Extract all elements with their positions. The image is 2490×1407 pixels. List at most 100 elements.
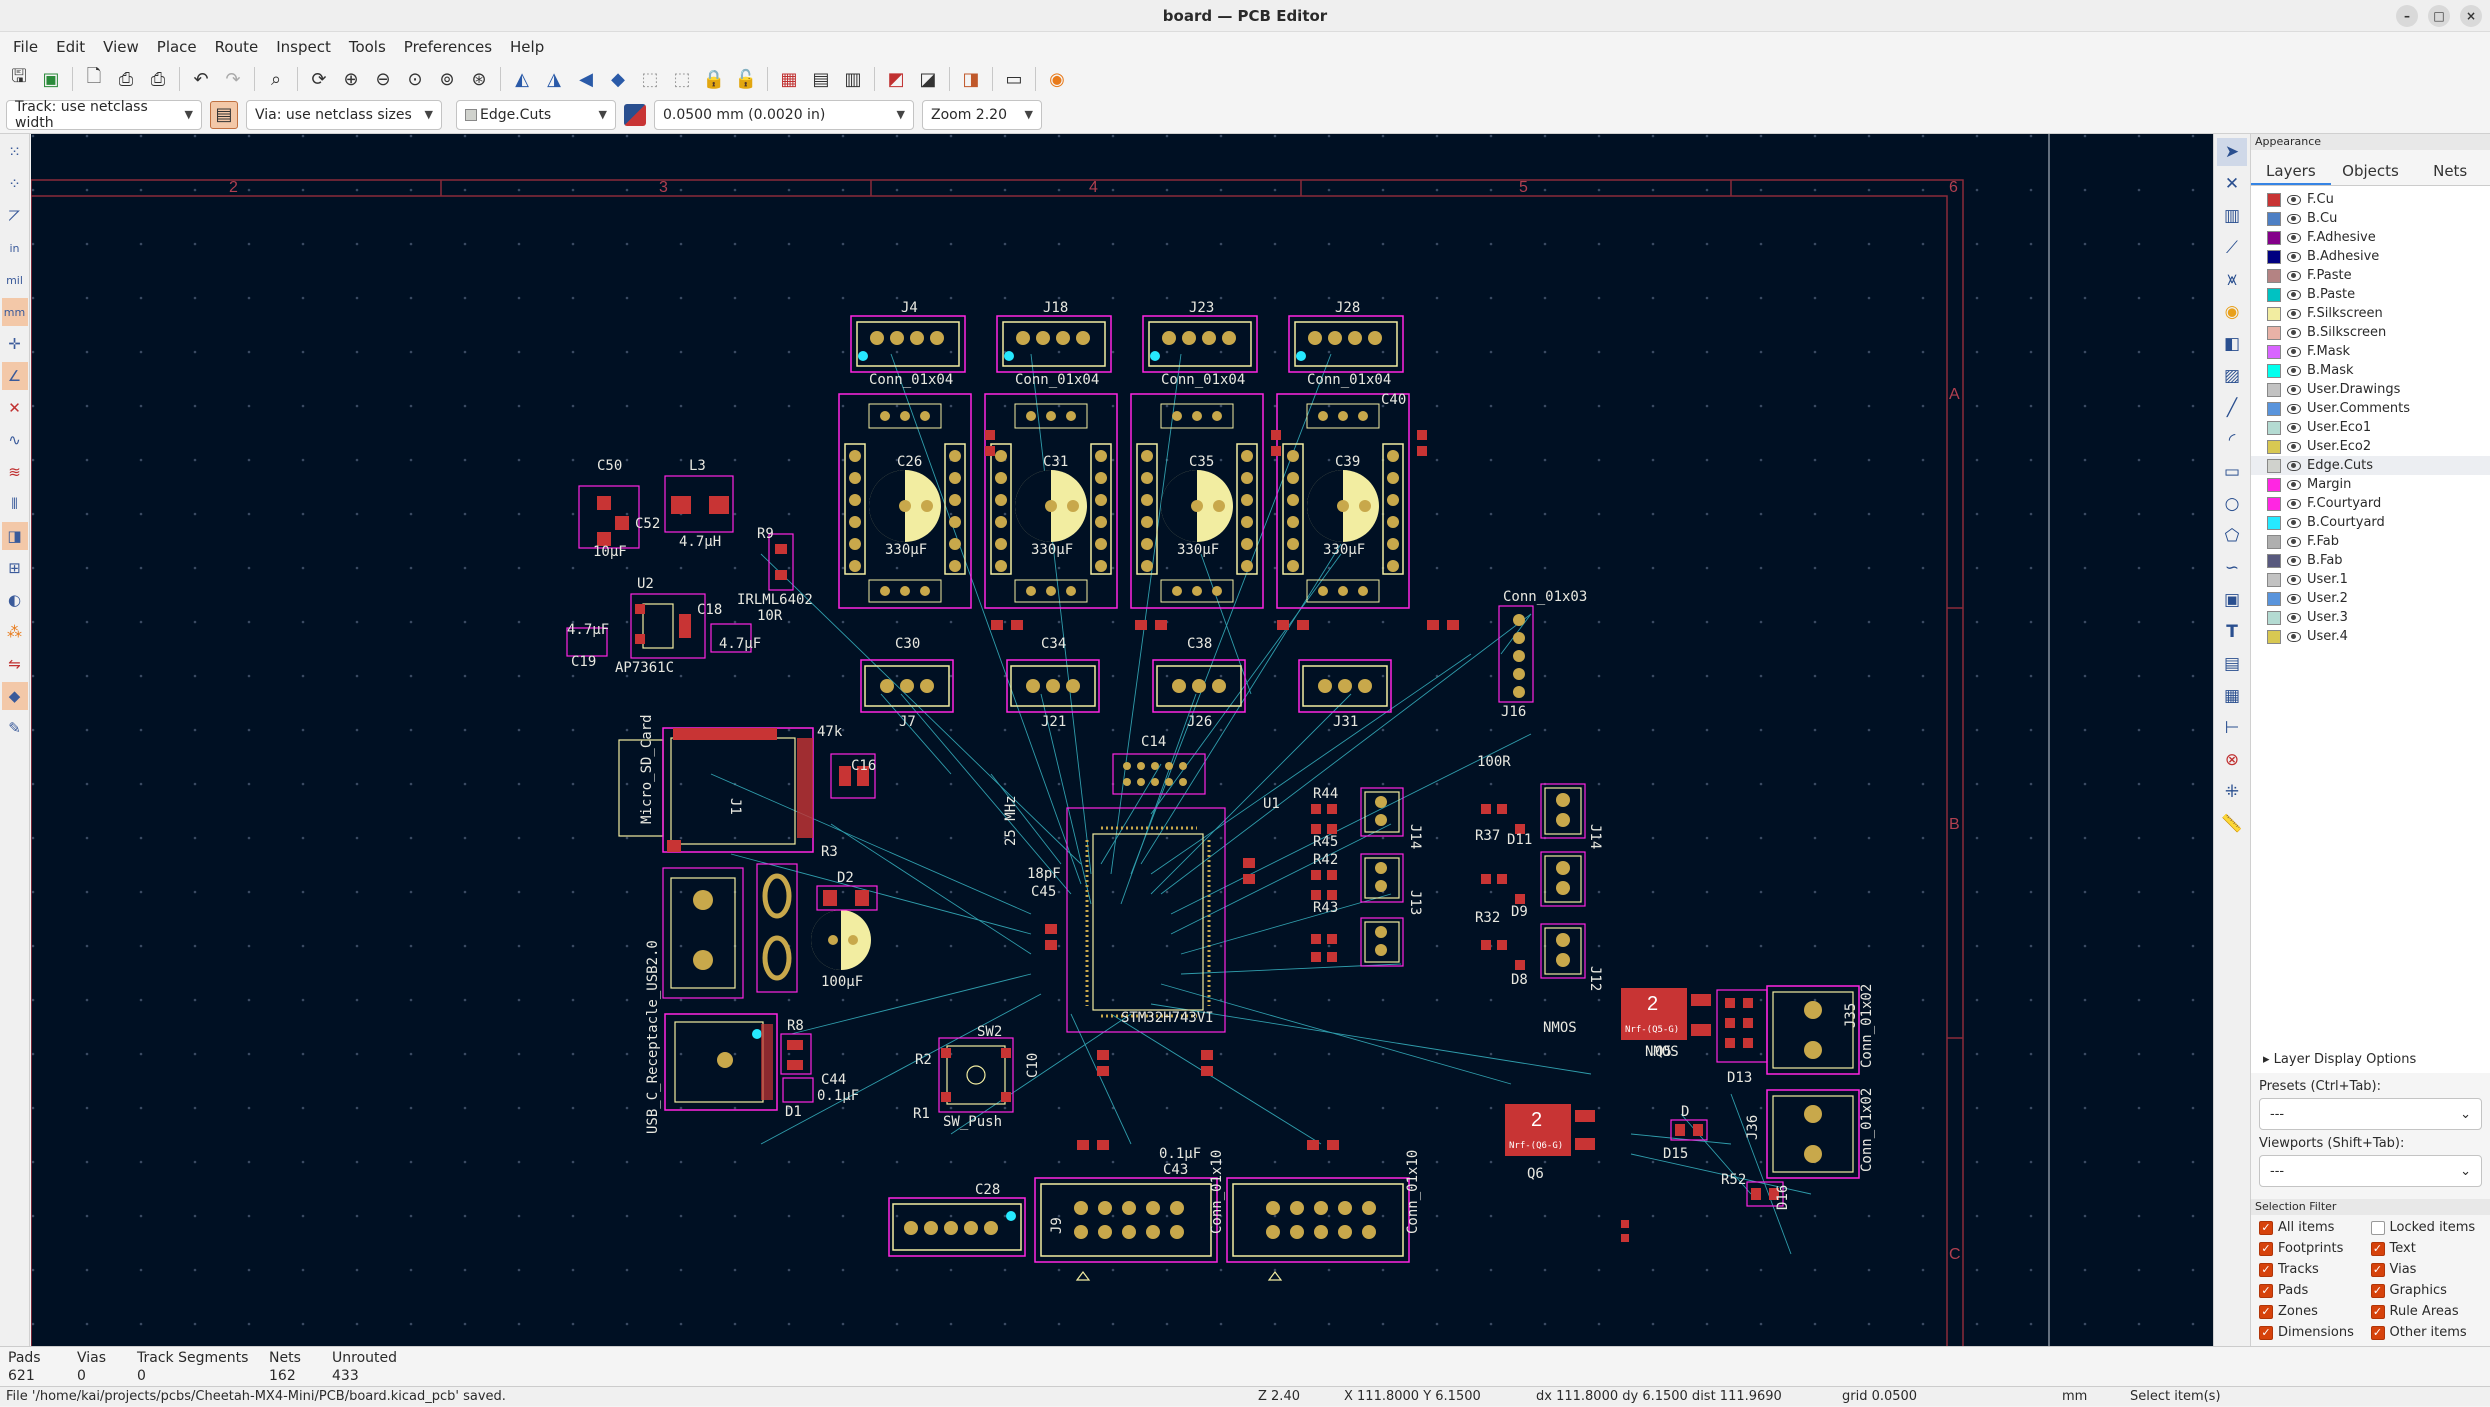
layer-color-swatch[interactable]	[2267, 477, 2281, 492]
select-arrow-icon[interactable]: ➤	[2217, 138, 2247, 166]
zoom-fit-icon[interactable]: ⊙	[407, 68, 423, 90]
pcb-drawing[interactable]: 2 3 4 5 6 A B C	[31, 134, 2213, 1346]
layer-color-swatch[interactable]	[2267, 591, 2281, 606]
grid-overrides-icon[interactable]: ⁘	[8, 175, 21, 193]
eye-icon[interactable]	[2287, 403, 2301, 414]
add-textbox-icon[interactable]: ▤	[2223, 654, 2241, 674]
high-contrast-icon[interactable]: ◐	[7, 591, 22, 609]
checkbox-icon[interactable]: ✓	[2259, 1262, 2273, 1277]
layer-color-swatch[interactable]	[2267, 230, 2281, 245]
layer-color-swatch[interactable]	[2267, 458, 2281, 473]
eye-icon[interactable]	[2287, 251, 2301, 262]
add-table-icon[interactable]: ▦	[2223, 686, 2241, 706]
undo-icon[interactable]: ↶	[193, 68, 209, 90]
eye-icon[interactable]	[2287, 346, 2301, 357]
layer-color-swatch[interactable]	[2267, 534, 2281, 549]
save-icon[interactable]: 🖫	[11, 66, 27, 87]
ungroup-icon[interactable]: ⬚	[673, 68, 691, 90]
layer-color-swatch[interactable]	[2267, 610, 2281, 625]
layer-color-swatch[interactable]	[2267, 363, 2281, 378]
filter-checkbox[interactable]: ✓Tracks	[2259, 1261, 2371, 1278]
eye-icon[interactable]	[2287, 441, 2301, 452]
checkbox-icon[interactable]: ✓	[2370, 1262, 2385, 1277]
add-via-icon[interactable]: ◉	[2224, 302, 2240, 322]
cursor-style-icon[interactable]: ✛	[8, 335, 21, 353]
draw-arc-icon[interactable]: ◜	[2228, 430, 2236, 450]
mirror-h-icon[interactable]: ◀	[579, 68, 593, 90]
eye-icon[interactable]	[2287, 498, 2301, 509]
tab-objects[interactable]: Objects	[2342, 162, 2399, 180]
layer-color-swatch[interactable]	[2267, 553, 2281, 568]
checkbox-icon[interactable]: ✓	[2259, 1283, 2273, 1298]
drc-icon[interactable]: ◩	[887, 68, 905, 90]
eye-icon[interactable]	[2287, 631, 2301, 642]
zone-outline-icon[interactable]: ≋	[8, 463, 21, 481]
draw-polygon-icon[interactable]: ⬠	[2224, 526, 2240, 546]
plot-icon[interactable]: ⎙	[150, 68, 166, 90]
eye-icon[interactable]	[2287, 289, 2301, 300]
net-color-icon[interactable]: ⁂	[7, 623, 22, 641]
menu-tools[interactable]: Tools	[348, 38, 386, 56]
eye-icon[interactable]	[2287, 593, 2301, 604]
checkbox-icon[interactable]: ✓	[2259, 1304, 2273, 1319]
eye-icon[interactable]	[2287, 232, 2301, 243]
add-text-icon[interactable]: T	[2226, 622, 2238, 642]
local-ratsnest-icon[interactable]: ✕	[2224, 174, 2240, 194]
lock-icon[interactable]: 🔒	[702, 68, 726, 90]
checkbox-icon[interactable]: ✓	[2370, 1304, 2385, 1319]
layer-color-swatch[interactable]	[2267, 401, 2281, 416]
units-mil-icon[interactable]: mil	[6, 273, 23, 287]
filter-checkbox[interactable]: ✓Rule Areas	[2370, 1303, 2483, 1320]
grid-select[interactable]: 0.0500 mm (0.0020 in)▼	[654, 99, 914, 130]
layer-row[interactable]: B.Courtyard	[2251, 513, 2490, 532]
layer-row[interactable]: B.Paste	[2251, 285, 2490, 304]
layer-color-swatch[interactable]	[2267, 515, 2281, 530]
layer-color-swatch[interactable]	[2267, 211, 2281, 226]
layer-select[interactable]: Edge.Cuts▼	[456, 99, 616, 130]
delete-icon[interactable]: ⊗	[2224, 750, 2240, 770]
layer-color-swatch[interactable]	[2267, 268, 2281, 283]
layer-color-swatch[interactable]	[2267, 192, 2281, 207]
layer-color-swatch[interactable]	[2267, 572, 2281, 587]
eye-icon[interactable]	[2287, 384, 2301, 395]
add-footprint-icon[interactable]: ▥	[2223, 206, 2241, 226]
layer-color-swatch[interactable]	[2267, 382, 2281, 397]
filter-checkbox[interactable]: ✓Text	[2370, 1240, 2483, 1257]
layer-color-swatch[interactable]	[2267, 629, 2281, 644]
eye-icon[interactable]	[2287, 612, 2301, 623]
auto-width-icon[interactable]: ▤	[210, 100, 238, 129]
filter-checkbox[interactable]: ✓Dimensions	[2259, 1324, 2371, 1341]
zone-fill-icon[interactable]: ◪	[919, 68, 937, 90]
schematic-icon[interactable]: ◨	[962, 68, 980, 90]
maximize-button[interactable]: □	[2428, 5, 2450, 27]
filter-checkbox[interactable]: ✓Graphics	[2370, 1282, 2483, 1299]
eye-icon[interactable]	[2287, 536, 2301, 547]
eye-icon[interactable]	[2287, 422, 2301, 433]
layer-display-options[interactable]: ▸ Layer Display Options	[2251, 1046, 2490, 1073]
find-icon[interactable]: ⌕	[270, 68, 282, 90]
add-zone-icon[interactable]: ◧	[2223, 334, 2241, 354]
checkbox-icon[interactable]	[2370, 1220, 2385, 1235]
pcb-canvas[interactable]: 2 3 4 5 6 A B C	[31, 134, 2213, 1346]
filter-checkbox[interactable]: ✓Footprints	[2259, 1240, 2371, 1257]
angle-snap-icon[interactable]: ∠	[1, 362, 28, 390]
layer-color-swatch[interactable]	[2267, 439, 2281, 454]
zoom-selection-icon[interactable]: ⊛	[471, 68, 487, 90]
zoom-select[interactable]: Zoom 2.20▼	[922, 99, 1042, 130]
group-icon[interactable]: ⬚	[641, 68, 659, 90]
redo-icon[interactable]: ↷	[225, 68, 241, 90]
layer-row[interactable]: User.Eco2	[2251, 437, 2490, 456]
checkbox-icon[interactable]: ✓	[2259, 1220, 2273, 1235]
layer-color-swatch[interactable]	[2267, 344, 2281, 359]
eye-icon[interactable]	[2287, 517, 2301, 528]
properties-panel-icon[interactable]: ✎	[8, 719, 21, 737]
menu-route[interactable]: Route	[214, 38, 259, 56]
layer-row[interactable]: F.Cu	[2251, 190, 2490, 209]
menu-edit[interactable]: Edit	[56, 38, 86, 56]
checkbox-icon[interactable]: ✓	[2370, 1241, 2385, 1256]
layer-row[interactable]: F.Adhesive	[2251, 228, 2490, 247]
add-dimension-icon[interactable]: ⊢	[2224, 718, 2240, 738]
menu-view[interactable]: View	[103, 38, 139, 56]
footprint-editor-icon[interactable]: ▤	[812, 68, 830, 90]
unlock-icon[interactable]: 🔓	[734, 68, 758, 90]
